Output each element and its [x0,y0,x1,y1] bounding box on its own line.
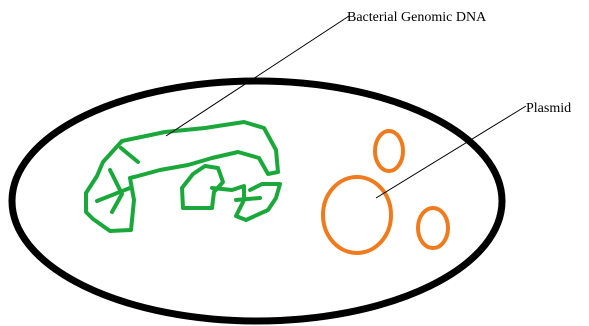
plasmid-large [323,177,391,253]
plasmid-small-top [375,131,403,171]
plasmid-label: Plasmid [526,101,571,116]
genomic-dna-step-loop [212,184,280,220]
genomic-dna-leader-line [166,16,349,136]
plasmid-small-right [418,208,448,248]
genomic-dna-label: Bacterial Genomic DNA [347,10,487,25]
plasmid-leader-line [376,106,526,198]
genomic-dna [86,122,280,231]
